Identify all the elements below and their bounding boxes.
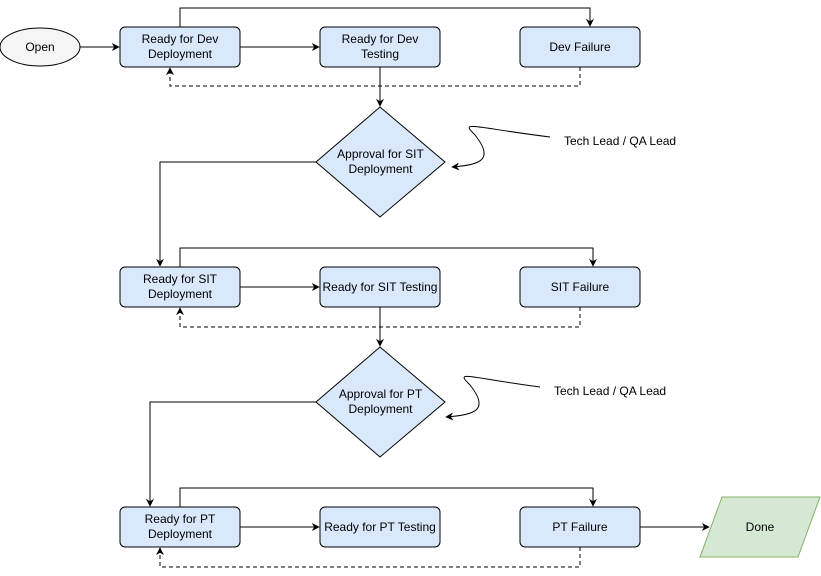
edge-pt-deployment-to-pt-failure [179,487,597,507]
ready-sit-deployment-shape [119,266,241,308]
pt-failure-node[interactable]: PT Failure [552,519,608,534]
approval-pt-node[interactable]: Approval for PT Deployment [338,387,423,416]
open-node-shape [0,27,81,67]
ready-sit-testing-shape [319,266,441,308]
ready-pt-deployment-node[interactable]: Ready for PT Deployment [144,512,216,541]
open-node[interactable]: Open [25,39,55,54]
ready-dev-deployment-node[interactable]: Ready for Dev Deployment [141,32,219,61]
dev-failure-shape [519,26,641,68]
done-node[interactable]: Done [745,519,775,534]
approval-sit-shape [315,106,446,218]
ready-pt-deployment-shape [119,506,241,548]
pt-approver-note: Tech Lead / QA Lead [554,384,667,398]
note-curve-sit [451,125,551,171]
ready-sit-testing-node[interactable]: Ready for SIT Testing [322,279,438,294]
note-curve-pt [445,375,541,421]
sit-failure-node[interactable]: SIT Failure [550,279,610,294]
sit-approver-note: Tech Lead / QA Lead [564,134,677,148]
edge-dev-deployment-to-dev-failure [179,7,594,27]
ready-dev-testing-node[interactable]: Ready for Dev Testing [341,32,419,61]
approval-sit-node[interactable]: Approval for SIT Deployment [337,147,424,176]
sit-failure-shape [519,266,641,308]
pt-failure-shape [519,506,641,548]
dev-failure-node[interactable]: Dev Failure [549,39,611,54]
ready-pt-testing-node[interactable]: Ready for PT Testing [324,519,436,534]
edge-dev-failure-back-to-dev-deployment [166,67,581,87]
edge-approval-pt-to-pt-deployment [146,401,316,507]
done-node-shape [699,496,821,558]
ready-dev-testing-shape [319,26,441,68]
edge-pt-failure-back-to-pt-deployment [156,547,581,568]
approval-pt-shape [315,346,446,458]
ready-dev-deployment-shape [119,26,241,68]
edge-approval-sit-to-sit-deployment [156,161,316,267]
ready-sit-deployment-node[interactable]: Ready for SIT Deployment [142,272,218,301]
ready-pt-testing-shape [319,506,441,548]
edge-sit-deployment-to-sit-failure [179,247,597,267]
